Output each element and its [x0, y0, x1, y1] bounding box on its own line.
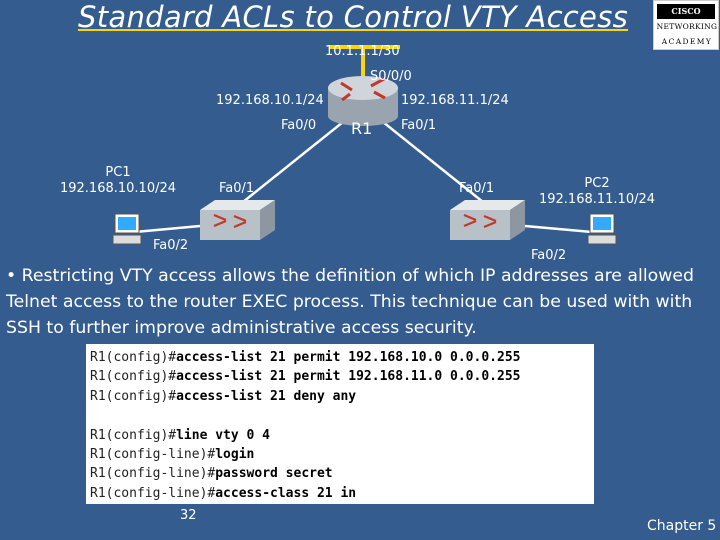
config-line: R1(config-line)#access-class 21 in — [90, 484, 590, 503]
sw2-uplink-label: Fa0/1 — [459, 181, 495, 196]
pc1-name-label: PC1 — [105, 165, 131, 180]
config-line: R1(config)#line vty 0 4 — [90, 426, 590, 445]
pc2-name-label: PC2 — [584, 176, 610, 191]
pc-icon-2[interactable] — [587, 213, 617, 245]
config-code-box: R1(config)#access-list 21 permit 192.168… — [86, 344, 594, 504]
sw1-uplink-label: Fa0/1 — [219, 181, 255, 196]
sw1-host-port-label: Fa0/2 — [153, 238, 189, 253]
config-command: access-class 21 in — [215, 485, 357, 501]
config-command: access-list 21 deny any — [176, 388, 357, 404]
r1-right-port-label: Fa0/1 — [401, 118, 437, 133]
bullet-text: • Restricting VTY access allows the defi… — [6, 266, 694, 338]
cisco-academy-logo: CISCO SYSTEMS NETWORKING ACADEMY — [653, 0, 719, 50]
config-line: R1(config-line)#login — [90, 445, 590, 464]
sw2-host-port-label: Fa0/2 — [531, 248, 567, 263]
logo-line-2: NETWORKING — [656, 22, 718, 31]
link-r1-sw1 — [237, 121, 344, 207]
r1-right-ip-label: 192.168.11.1/24 — [401, 93, 509, 108]
config-prompt: R1(config-line)# — [90, 446, 216, 462]
wan-ip-label: 10.1.1.1/30 — [325, 44, 400, 59]
config-blank-line — [90, 406, 590, 425]
r1-left-ip-label: 192.168.10.1/24 — [216, 93, 324, 108]
logo-line-1: CISCO SYSTEMS — [657, 4, 715, 31]
config-command: password secret — [215, 466, 333, 482]
network-topology-diagram — [112, 45, 617, 245]
chapter-label: Chapter 5 — [647, 518, 717, 534]
config-line: R1(config)#access-list 21 permit 192.168… — [90, 367, 590, 386]
config-prompt: R1(config-line)# — [90, 466, 216, 482]
config-line: R1(config)#access-list 21 deny any — [90, 387, 590, 406]
config-command: access-list 21 permit 192.168.11.0 0.0.0… — [176, 369, 521, 385]
wan-interface-label: S0/0/0 — [370, 69, 412, 84]
slide-title: Standard ACLs to Control VTY Access — [78, 0, 629, 34]
config-prompt: R1(config)# — [90, 388, 177, 404]
config-prompt: R1(config)# — [90, 427, 177, 443]
config-prompt: R1(config)# — [90, 369, 177, 385]
link-r1-sw2 — [382, 121, 489, 207]
config-command: login — [215, 446, 255, 462]
link-sw2-pc2 — [524, 224, 593, 234]
config-line: R1(config)#access-list 21 permit 192.168… — [90, 348, 590, 367]
config-prompt: R1(config-line)# — [90, 485, 216, 501]
pc1-ip-label: 192.168.10.10/24 — [59, 181, 177, 196]
router-icon[interactable] — [328, 76, 398, 126]
config-command: access-list 21 permit 192.168.10.0 0.0.0… — [176, 350, 521, 365]
r1-left-port-label: Fa0/0 — [281, 118, 317, 133]
router-name-label: R1 — [351, 119, 373, 138]
pc-icon-1[interactable] — [112, 213, 142, 245]
config-command: line vty 0 4 — [176, 427, 271, 443]
page-number: 32 — [180, 508, 197, 523]
switch-icon-1[interactable] — [200, 200, 275, 240]
config-line: R1(config-line)#password secret — [90, 464, 590, 483]
logo-line-3: ACADEMY — [661, 37, 713, 46]
switch-icon-2[interactable] — [450, 200, 525, 240]
link-sw1-pc1 — [134, 224, 201, 234]
pc2-ip-label: 192.168.11.10/24 — [538, 192, 656, 207]
config-prompt: R1(config)# — [90, 350, 177, 365]
